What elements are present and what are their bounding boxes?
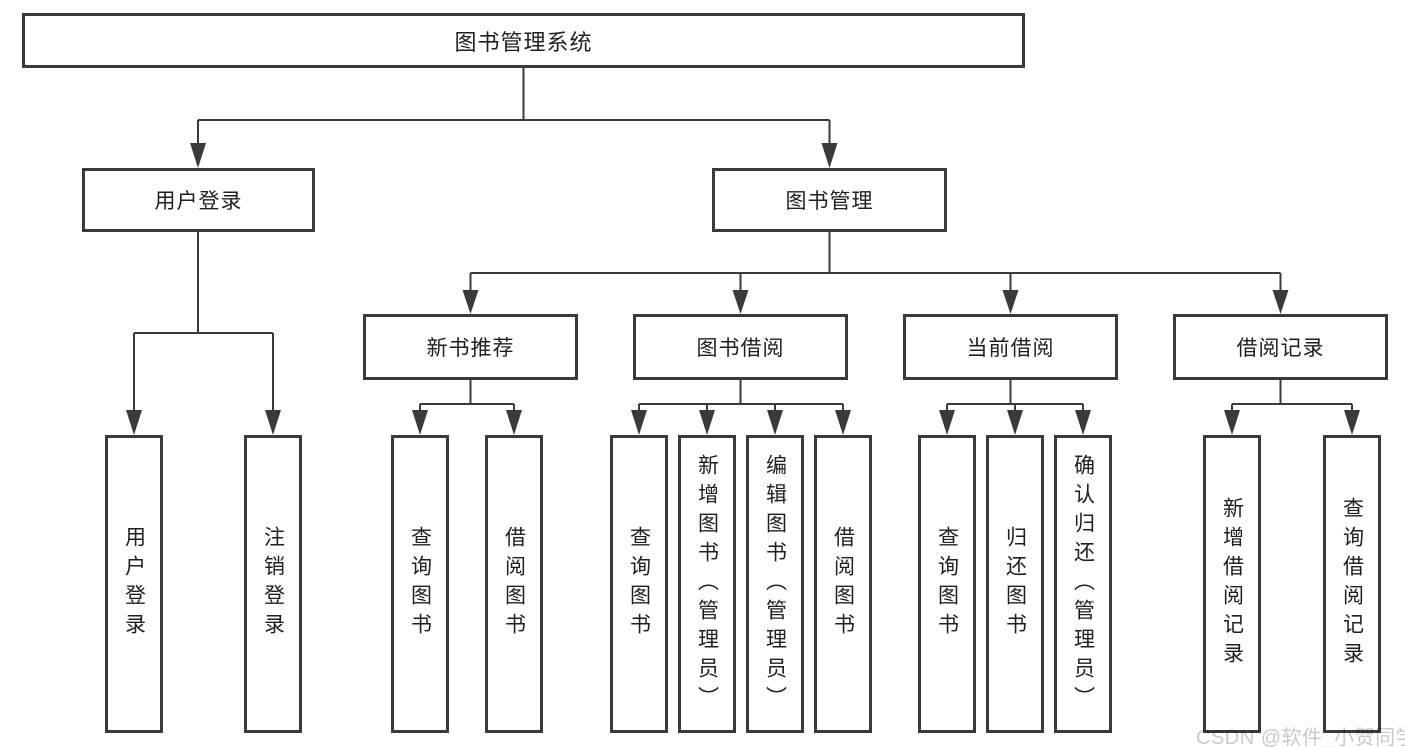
leaf-add-borrow-record-label: 新增借阅记录 — [1220, 497, 1244, 671]
arrowhead — [821, 143, 838, 168]
arrowhead — [190, 143, 206, 168]
leaf-borrow-books-1: 借阅图书 — [485, 435, 543, 733]
arrowhead — [1002, 290, 1019, 314]
node-new-book-recommend-label: 新书推荐 — [426, 337, 515, 360]
leaf-borrow-books-2: 借阅图书 — [814, 435, 872, 733]
arrowhead — [126, 410, 142, 435]
leaf-borrow-books-2-label: 借阅图书 — [831, 526, 855, 642]
node-user-login-label: 用户登录 — [154, 190, 243, 213]
connector-borrow-to-leaves — [638, 380, 844, 412]
leaf-edit-books-admin-label: 编辑图书（管理员） — [763, 453, 787, 715]
connector-bookmgmt-to-level3 — [469, 232, 1282, 292]
node-book-management-label: 图书管理 — [785, 190, 874, 213]
leaf-query-borrow-record: 查询借阅记录 — [1323, 435, 1381, 733]
leaf-edit-books-admin: 编辑图书（管理员） — [746, 435, 804, 733]
leaf-query-books-3: 查询图书 — [918, 435, 976, 733]
node-borrowing-records-label: 借阅记录 — [1236, 337, 1325, 360]
leaf-user-login: 用户登录 — [105, 435, 163, 733]
arrowhead — [732, 290, 749, 314]
leaf-add-books-admin-label: 新增图书（管理员） — [695, 453, 719, 715]
node-book-management: 图书管理 — [712, 168, 947, 232]
leaf-query-borrow-record-label: 查询借阅记录 — [1340, 497, 1364, 671]
node-new-book-recommend: 新书推荐 — [363, 314, 578, 380]
node-current-borrowing-label: 当前借阅 — [966, 337, 1055, 360]
csdn-watermark: CSDN @软件_小贺同学 — [1196, 727, 1405, 747]
node-current-borrowing: 当前借阅 — [903, 314, 1118, 380]
leaf-user-login-label: 用户登录 — [122, 526, 146, 642]
node-user-login: 用户登录 — [82, 168, 315, 232]
leaf-query-books-1: 查询图书 — [391, 435, 449, 733]
leaf-borrow-books-1-label: 借阅图书 — [502, 526, 526, 642]
arrowhead — [1224, 410, 1240, 435]
arrowhead — [462, 290, 479, 314]
leaf-query-books-1-label: 查询图书 — [408, 526, 432, 642]
connector-records-to-leaves — [1231, 380, 1353, 412]
connector-current-to-leaves — [946, 380, 1084, 412]
arrowhead — [506, 410, 522, 435]
connector-newbook-to-leaves — [419, 380, 515, 412]
leaf-logout-label: 注销登录 — [261, 526, 285, 642]
leaf-logout: 注销登录 — [244, 435, 302, 733]
arrowhead — [767, 410, 783, 435]
arrowhead — [939, 410, 955, 435]
leaf-add-borrow-record: 新增借阅记录 — [1203, 435, 1261, 733]
arrowhead — [699, 410, 715, 435]
arrowhead — [1075, 410, 1091, 435]
leaf-query-books-2-label: 查询图书 — [627, 526, 651, 642]
arrowhead — [412, 410, 428, 435]
node-book-borrowing-label: 图书借阅 — [696, 337, 785, 360]
connector-root-to-level2 — [197, 68, 831, 146]
leaf-return-books: 归还图书 — [986, 435, 1044, 733]
arrowhead — [835, 410, 851, 435]
leaf-query-books-3-label: 查询图书 — [935, 526, 959, 642]
node-borrowing-records: 借阅记录 — [1173, 314, 1388, 380]
arrowhead — [631, 410, 647, 435]
leaf-return-books-label: 归还图书 — [1003, 526, 1027, 642]
leaf-query-books-2: 查询图书 — [610, 435, 668, 733]
arrowhead — [1272, 290, 1289, 314]
node-root-label: 图书管理系统 — [454, 29, 593, 55]
connector-userlogin-to-leaves — [133, 232, 274, 412]
node-root: 图书管理系统 — [22, 13, 1025, 68]
arrowhead — [1344, 410, 1360, 435]
arrowhead — [1007, 410, 1023, 435]
leaf-add-books-admin: 新增图书（管理员） — [678, 435, 736, 733]
arrowhead — [265, 410, 281, 435]
leaf-confirm-return-admin-label: 确认归还（管理员） — [1071, 453, 1095, 715]
node-book-borrowing: 图书借阅 — [633, 314, 848, 380]
leaf-confirm-return-admin: 确认归还（管理员） — [1054, 435, 1112, 733]
